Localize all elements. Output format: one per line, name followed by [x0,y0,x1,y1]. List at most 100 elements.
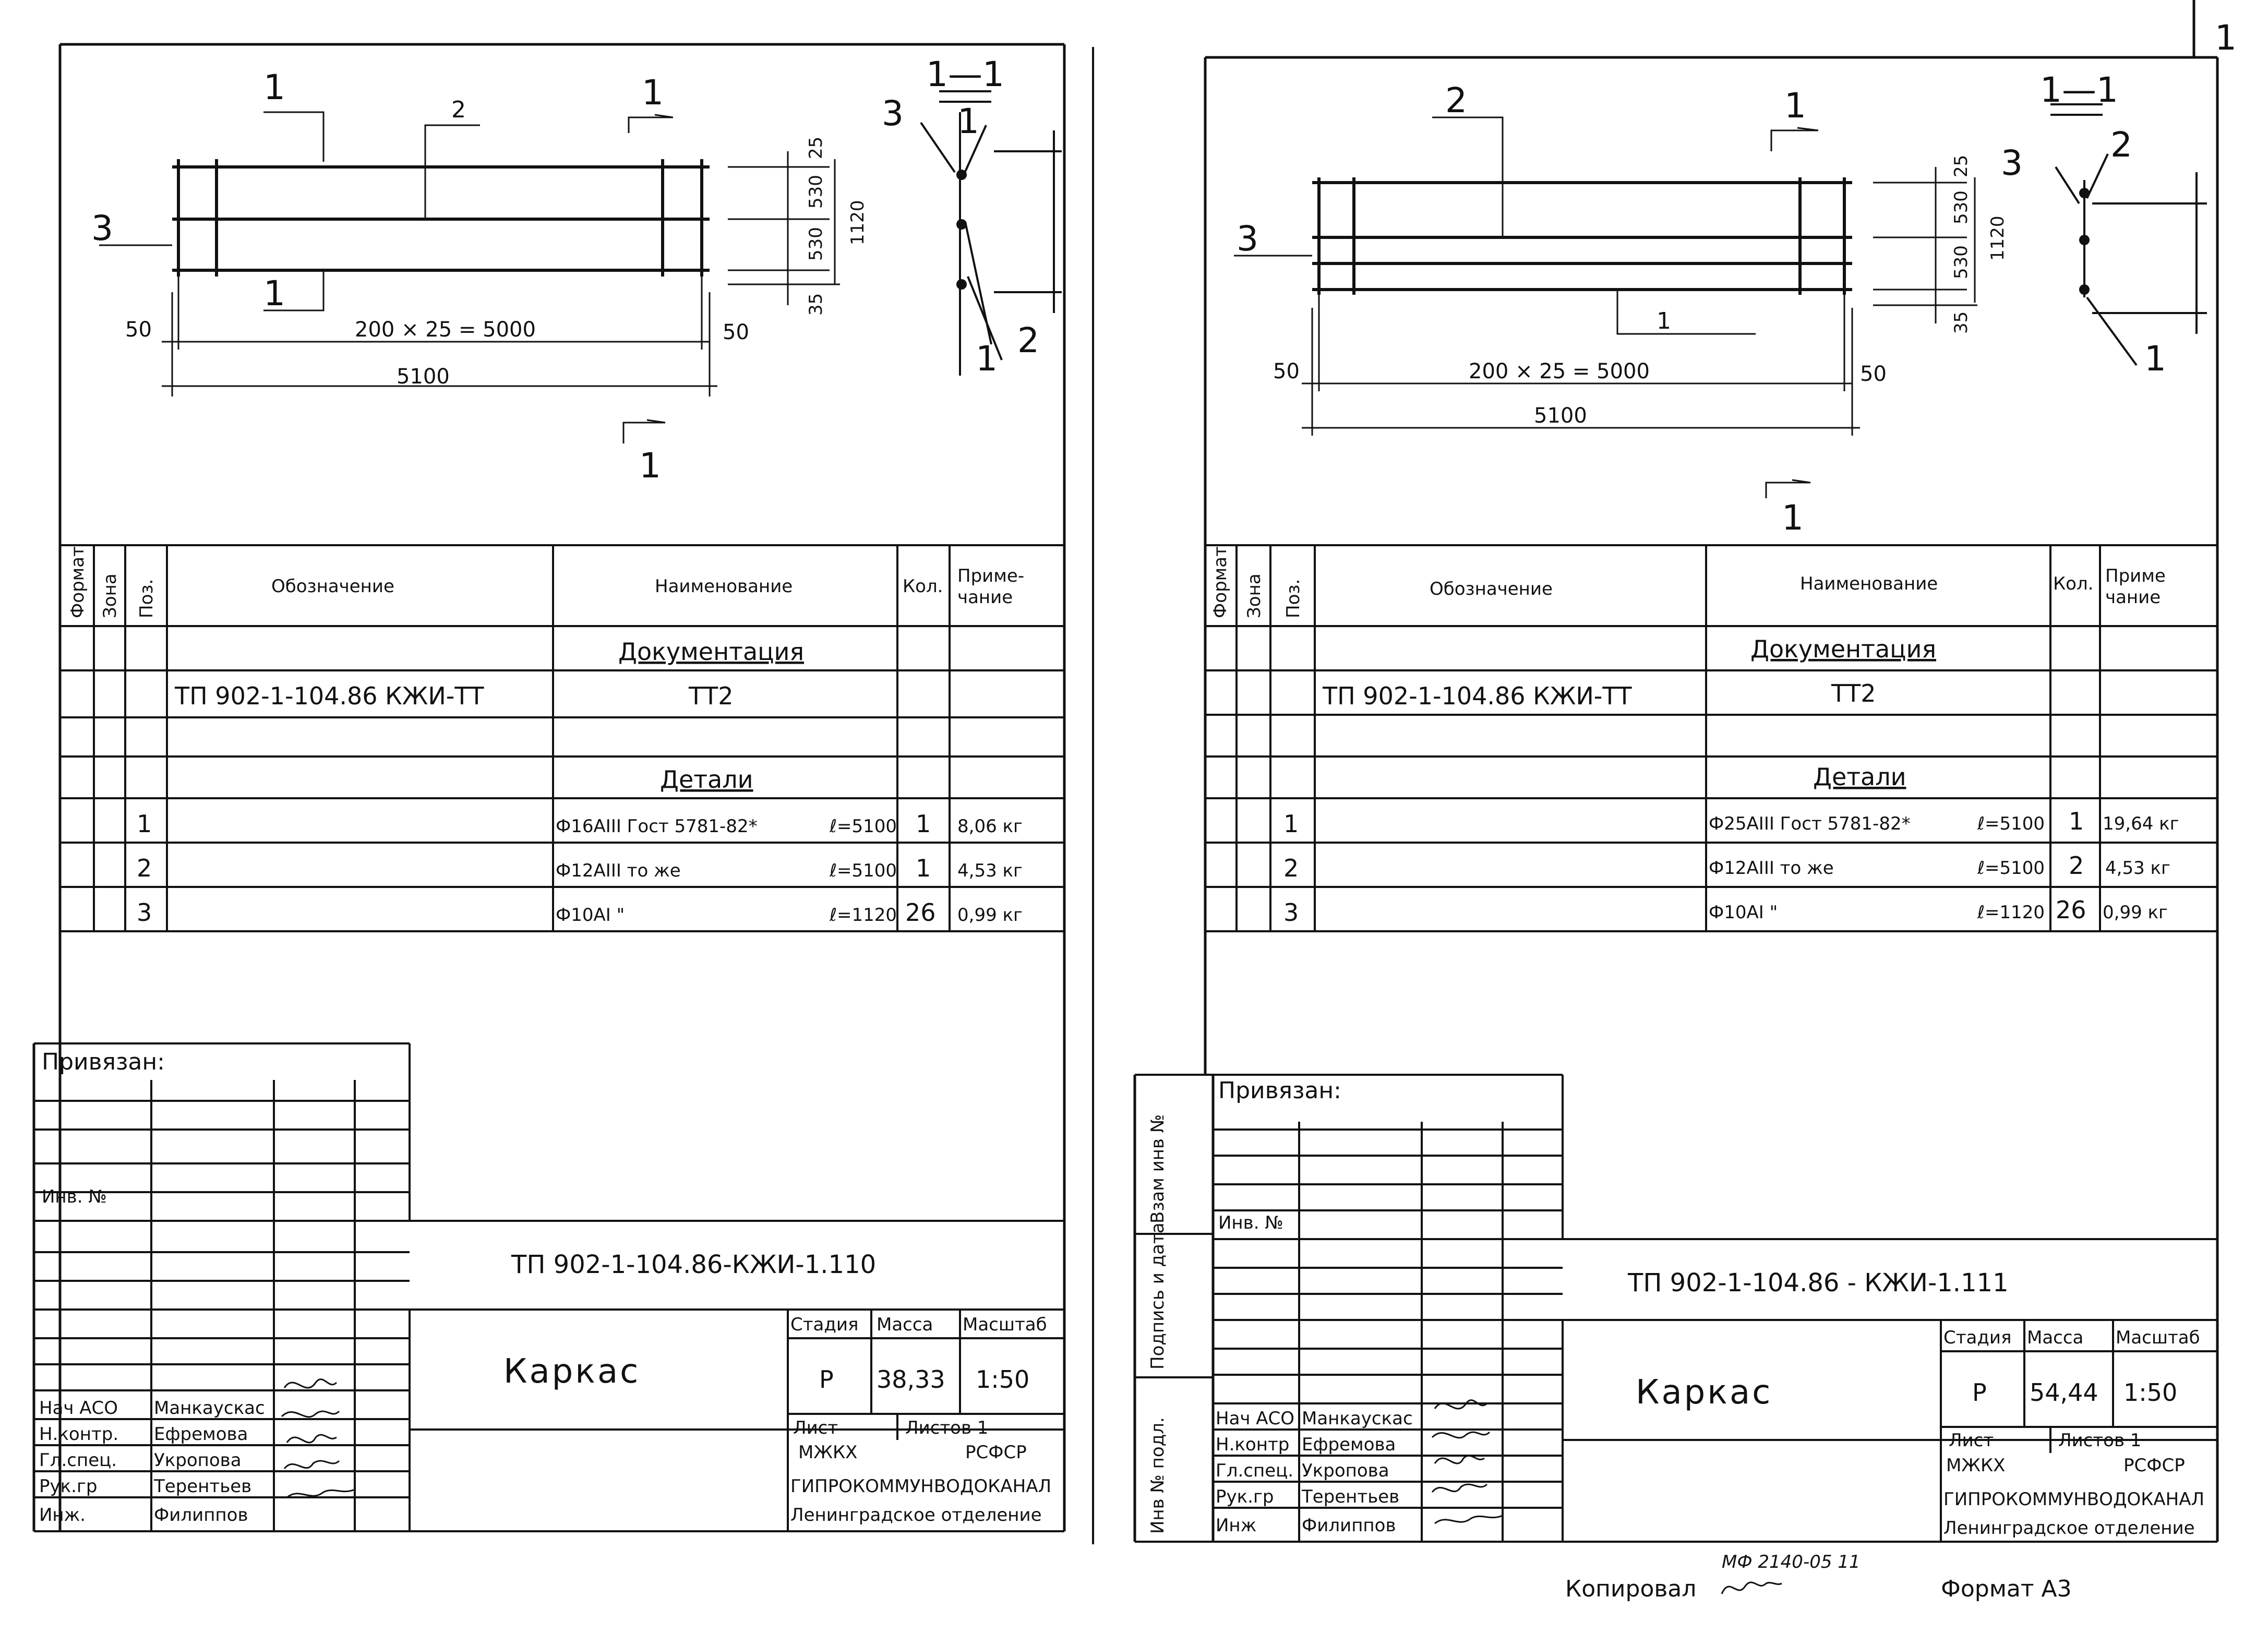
name-2-2: Ефремова [1302,1434,1396,1455]
dim-total: 5100 [397,365,450,389]
sheet-label: Лист [793,1418,838,1438]
side-label-3: Взам инв № [1147,1114,1168,1223]
col-designation: Обозначение [271,576,394,597]
row2-name-2: Ф12АIII то же [1709,858,1834,879]
doc-name: ТТ2 [688,682,733,710]
stage-header: Стадия [790,1314,858,1335]
section-title-2: 1—1 [2040,70,2118,110]
col-name-2: Наименование [1800,573,1938,594]
stage-value: Р [819,1365,834,1394]
role-3-2: Гл.спец. [1216,1460,1293,1481]
sheets-label: Листов 1 [905,1418,988,1438]
row3-note: 0,99 кг [957,905,1023,926]
tied-label: Привязан: [42,1049,165,1075]
sheet-left: 1 2 3 1 1 1 50 50 200 × 25 = 5000 5100 2… [0,0,1096,1633]
title-block [34,1042,1064,1532]
col-qty: Кол. [903,576,943,597]
copied-label: Копировал [1565,1576,1696,1602]
name-3-2: Укропова [1302,1460,1389,1481]
col-qty-2: Кол. [2053,573,2093,594]
section-label-2-2: 2 [2110,125,2132,165]
mf-code: МФ 2140-05 11 [1722,1552,1861,1572]
row1-qty-2: 1 [2069,807,2084,835]
role-2-2: Н.контр [1216,1434,1289,1455]
row1-length-2: ℓ=5100 [1977,813,2045,834]
org-branch-2: Ленинградское отделение [1943,1518,2195,1539]
col-zone: Зона [100,573,121,618]
dim-right: 50 [723,320,749,344]
section-view-2 [2050,103,2207,366]
dim-v-a: 530 [806,175,826,209]
role-5: Инж. [39,1505,86,1526]
org-ministry-2: МЖКХ [1946,1455,2005,1476]
dim-span-2: 200 × 25 = 5000 [1469,359,1650,383]
col-name: Наименование [655,576,793,597]
col-designation-2: Обозначение [1430,579,1553,599]
section-mark-top: 1 [642,73,664,113]
org-ministry: МЖКХ [798,1442,857,1463]
dim-v-bottom: 35 [806,293,826,316]
row3-name: Ф10АI " [556,905,625,926]
name-4: Терентьев [153,1476,251,1497]
scale-header-2: Масштаб [2116,1327,2200,1348]
name-5-2: Филиппов [1302,1515,1396,1536]
row1-note: 8,06 кг [957,816,1023,837]
callout-bottom: 1 [263,273,285,314]
inv-label-2: Инв. № [1218,1212,1283,1233]
copier-signature [1721,1581,1782,1594]
cage-elevation-2 [1312,177,1852,295]
dim-v-total: 1120 [847,200,868,245]
signatures [281,1378,355,1498]
role-1: Нач АСО [39,1398,118,1419]
tied-label-2: Привязан: [1218,1077,1341,1104]
drawing-code-2: ТП 902-1-104.86 - КЖИ-1.111 [1627,1268,2009,1298]
row3-qty-2: 26 [2056,896,2086,924]
col-format: Формат [67,546,88,618]
doc-code-2: ТП 902-1-104.86 КЖИ-ТТ [1322,682,1632,710]
col-pos: Поз. [136,579,157,618]
dim-v-total-2: 1120 [1987,215,2008,261]
mass-header-2: Масса [2027,1327,2083,1348]
mass-value: 38,33 [877,1365,945,1394]
callout-1-2: 1 [1657,308,1671,334]
dim-v-top: 25 [806,137,826,159]
callout-3-2: 3 [1237,219,1258,259]
section-label-1-top: 1 [957,101,979,141]
section-mark-top-2: 1 [1784,86,1806,126]
dim-v-top-2: 25 [1951,155,1972,177]
name-2: Ефремова [154,1424,248,1445]
doc-code: ТП 902-1-104.86 КЖИ-ТТ [174,682,484,710]
row2-qty: 1 [916,854,931,882]
col-pos-2: Поз. [1283,579,1304,618]
row3-name-2: Ф10АI " [1709,902,1778,923]
dim-v-b: 530 [806,227,826,261]
drawing-title-2: Каркас [1636,1373,1772,1412]
org-republic: РСФСР [965,1442,1027,1463]
row1-name-2: Ф25АIII Гост 5781-82* [1709,813,1911,834]
dim-v-a-2: 530 [1951,190,1972,224]
name-1: Манкаускас [154,1398,265,1419]
scale-header: Масштаб [963,1314,1047,1335]
callout-top: 1 [263,67,285,107]
details-section: Детали [660,765,753,794]
row2-length-2: ℓ=5100 [1977,858,2045,879]
side-label-1: Инв № подл. [1147,1417,1168,1534]
role-3: Гл.спец. [39,1450,117,1471]
row3-note-2: 0,99 кг [2103,902,2168,923]
section-label-3-2: 3 [2001,143,2023,183]
name-1-2: Манкаускас [1302,1408,1413,1429]
dim-total-2: 5100 [1534,404,1587,428]
mass-value-2: 54,44 [2030,1378,2098,1407]
name-5: Филиппов [154,1505,248,1526]
drawing-code: ТП 902-1-104.86-КЖИ-1.110 [511,1250,876,1279]
cage-elevation [172,159,710,277]
row1-pos: 1 [137,810,152,838]
callout-3: 3 [91,208,113,248]
spec-table-2 [1205,544,2217,932]
doc-section-2: Документация [1750,635,1936,663]
scale-value: 1:50 [976,1365,1029,1394]
role-4: Рук.гр [39,1476,97,1497]
dim-span: 200 × 25 = 5000 [355,318,536,342]
row1-pos-2: 1 [1283,810,1299,838]
